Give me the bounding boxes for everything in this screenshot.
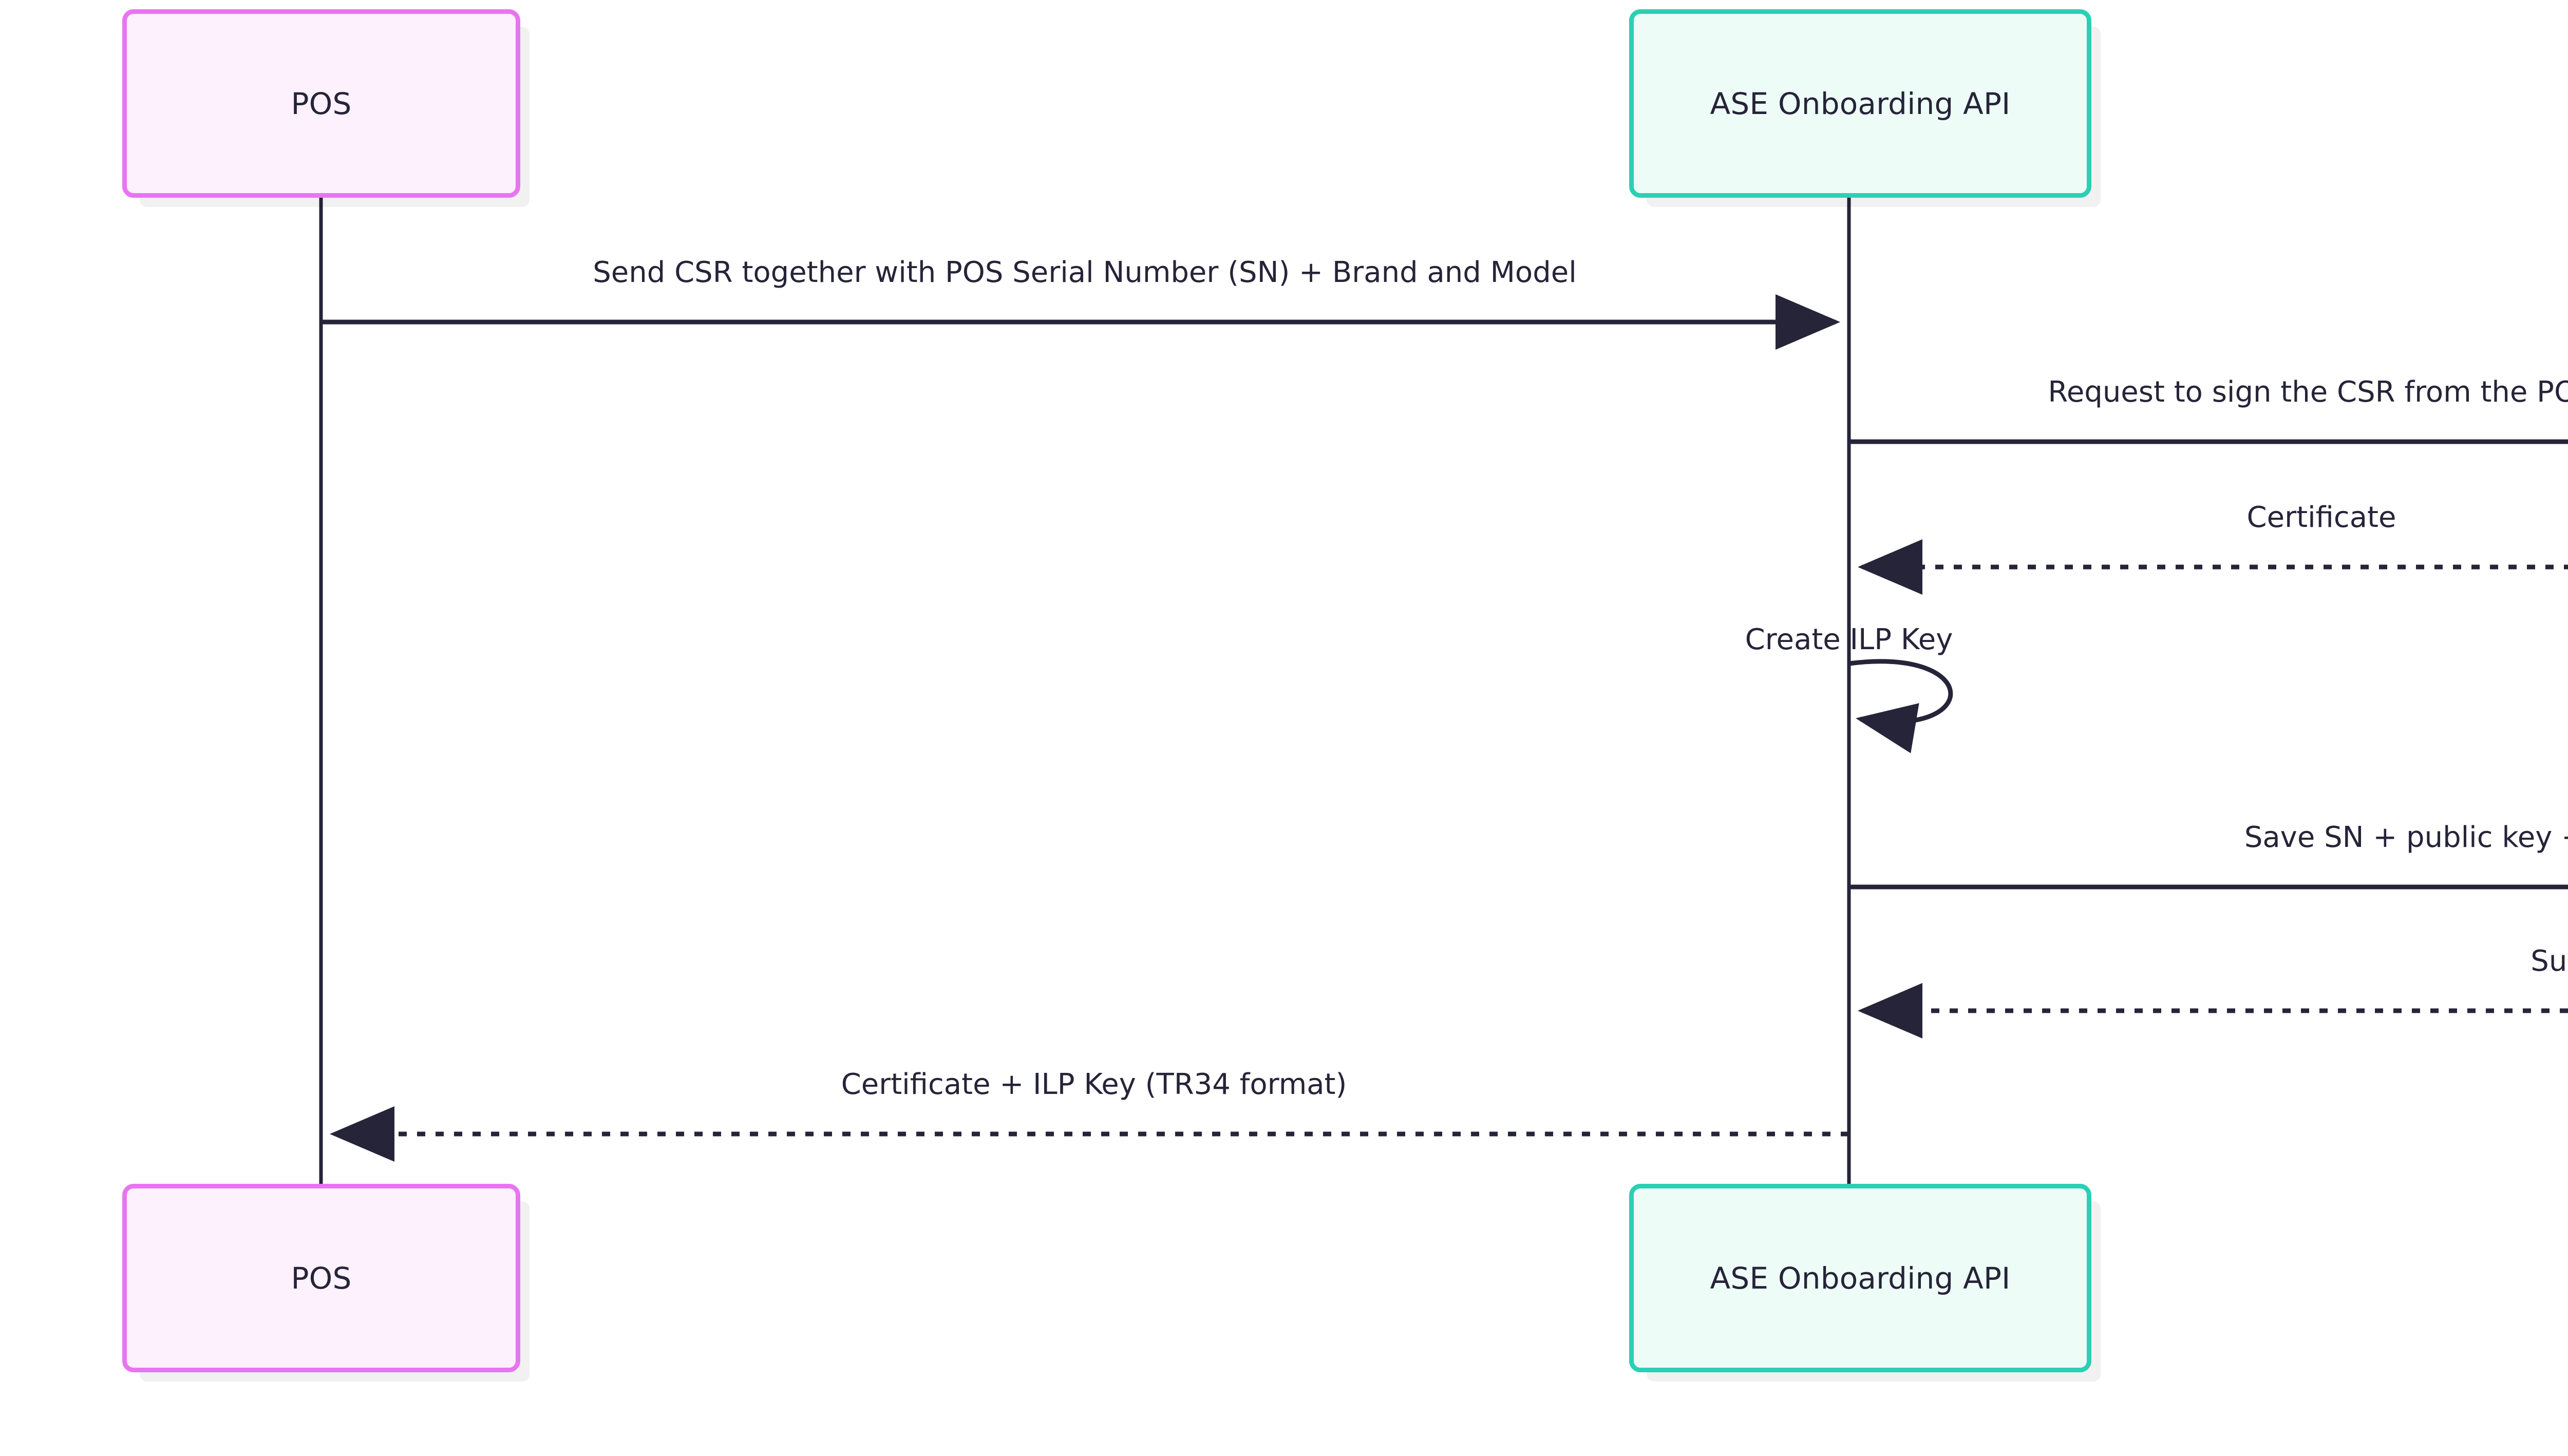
- message-arrow-msg-create-ilp-key: [1848, 659, 1953, 753]
- message-lines-group: [321, 294, 2568, 1162]
- actor-label-pos-top: POS: [291, 86, 352, 121]
- message-label-save-sn: Save SN + public key + ILP Key (Terminal…: [2244, 821, 2568, 854]
- actor-box-pos-top[interactable]: POS: [122, 9, 520, 198]
- message-label-send-csr: Send CSR together with POS Serial Number…: [593, 256, 1577, 289]
- actor-box-ase-onboarding-api-bottom[interactable]: ASE Onboarding API: [1629, 1184, 2091, 1372]
- actor-label-ase-onboarding-api-top: ASE Onboarding API: [1710, 86, 2011, 121]
- actor-label-ase-onboarding-api-bottom: ASE Onboarding API: [1710, 1260, 2011, 1296]
- message-label-request-sign: Request to sign the CSR from the POS: [2048, 375, 2568, 409]
- lifelines-group: [319, 198, 1851, 1184]
- message-label-certificate: Certificate: [2246, 501, 2396, 534]
- actor-box-ase-onboarding-api-top[interactable]: ASE Onboarding API: [1629, 9, 2091, 198]
- actor-label-pos-bottom: POS: [291, 1260, 352, 1296]
- message-label-certificate-ilp-key: Certificate + ILP Key (TR34 format): [841, 1068, 1347, 1101]
- message-label-success: Success: [2531, 944, 2568, 978]
- actor-box-pos-bottom[interactable]: POS: [122, 1184, 520, 1372]
- message-label-create-ilp-key: Create ILP Key: [1745, 623, 1953, 656]
